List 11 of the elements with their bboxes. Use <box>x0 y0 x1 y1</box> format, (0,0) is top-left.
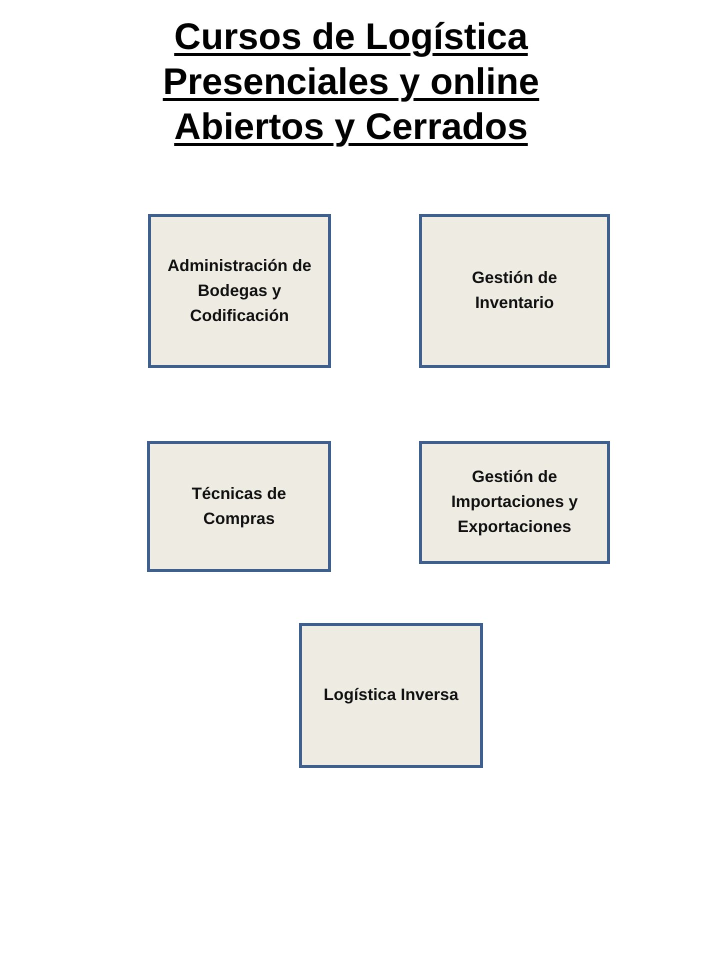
course-name: Gestión de Importaciones y Exportaciones <box>450 467 579 538</box>
course-box <box>299 623 483 768</box>
course-box <box>147 441 331 572</box>
course-box <box>419 214 610 368</box>
course-name: Gestión de Inventario <box>470 268 558 314</box>
course-box <box>148 214 331 368</box>
course-name: Técnicas de Compras <box>190 484 288 530</box>
course-box <box>419 441 610 564</box>
page-title: Cursos de Logística Presenciales y online Abiertos y Cerrados <box>162 15 540 149</box>
course-name: Administración de Bodegas y Codificación <box>166 256 312 326</box>
course-name: Logística Inversa <box>322 685 460 706</box>
